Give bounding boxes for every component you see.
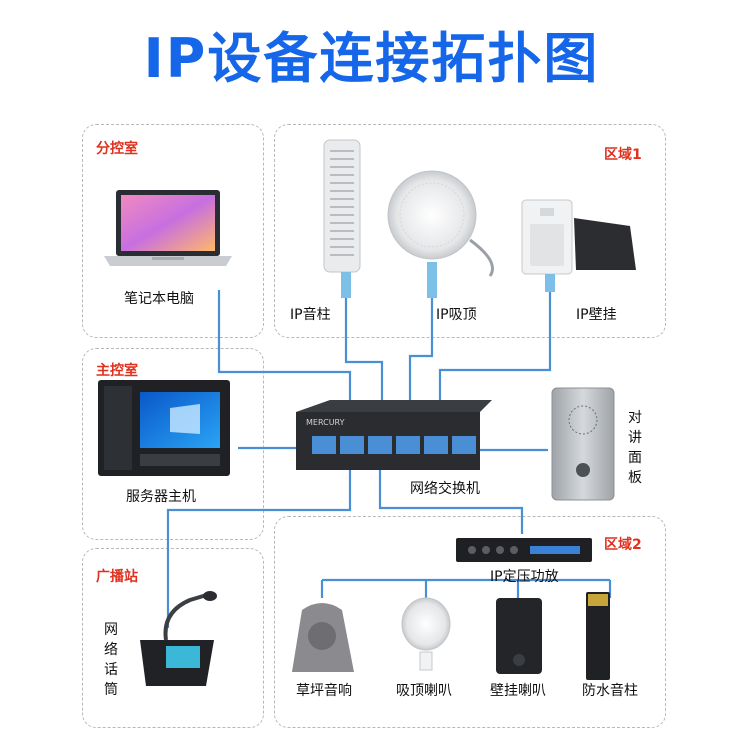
zone-area2 <box>274 516 666 728</box>
lawn-speaker-device <box>292 603 354 672</box>
ceiling-speaker-device <box>401 597 451 671</box>
waterproof-column-device <box>586 592 610 680</box>
cable-ip-column <box>344 298 384 428</box>
cable-amplifier <box>378 470 524 534</box>
intercom-device <box>551 387 615 501</box>
intercom-label-char: 板 <box>628 470 642 486</box>
ip-column-device <box>323 139 361 298</box>
microphone-label-char: 网 <box>104 622 118 638</box>
intercom-label: 对 讲 面 板 <box>626 408 644 488</box>
ip-ceiling-device <box>387 170 494 298</box>
ip-column-label: IP音柱 <box>290 307 331 323</box>
ip-wall-label: IP壁挂 <box>576 307 617 323</box>
cable-microphone <box>166 470 352 628</box>
microphone-device <box>140 591 217 686</box>
wall-speaker-device <box>496 598 542 674</box>
amplifier-device <box>456 538 592 562</box>
zone-sub-control <box>82 124 264 338</box>
cable-ip-ceiling <box>408 298 434 428</box>
amplifier-label: IP定压功放 <box>490 569 559 585</box>
microphone-label: 网 络 话 筒 <box>102 620 120 700</box>
intercom-label-char: 讲 <box>628 430 642 446</box>
laptop-device <box>104 190 232 266</box>
zone-label-area2: 区域2 <box>604 537 642 553</box>
zone-label-broadcast: 广播站 <box>96 569 138 585</box>
zone-label-area1: 区域1 <box>604 147 642 163</box>
ceiling-speaker-label: 吸顶喇叭 <box>396 683 452 699</box>
lawn-speaker-label: 草坪音响 <box>296 683 352 699</box>
waterproof-column-label: 防水音柱 <box>582 683 638 699</box>
microphone-label-char: 络 <box>104 642 118 658</box>
zone-area1 <box>274 124 666 338</box>
cable-ip-wall <box>438 290 552 428</box>
network-switch-device <box>296 400 492 470</box>
zone-label-main-control: 主控室 <box>96 363 138 379</box>
intercom-label-char: 面 <box>628 450 642 466</box>
switch-brand: MERCURY <box>306 418 345 427</box>
laptop-label: 笔记本电脑 <box>124 291 194 307</box>
zone-main-control <box>82 348 264 540</box>
zone-label-sub-control: 分控室 <box>96 141 138 157</box>
server-label: 服务器主机 <box>126 489 196 505</box>
ip-wall-device <box>521 199 636 292</box>
microphone-label-char: 筒 <box>104 682 118 698</box>
switch-label: 网络交换机 <box>410 481 480 497</box>
server-device <box>98 380 230 476</box>
intercom-label-char: 对 <box>628 410 642 426</box>
wall-speaker-label: 壁挂喇叭 <box>490 683 546 699</box>
ip-ceiling-label: IP吸顶 <box>436 307 477 323</box>
diagram-title: IP设备连接拓扑图 <box>143 27 600 90</box>
microphone-label-char: 话 <box>104 662 118 678</box>
zone-broadcast <box>82 548 264 728</box>
